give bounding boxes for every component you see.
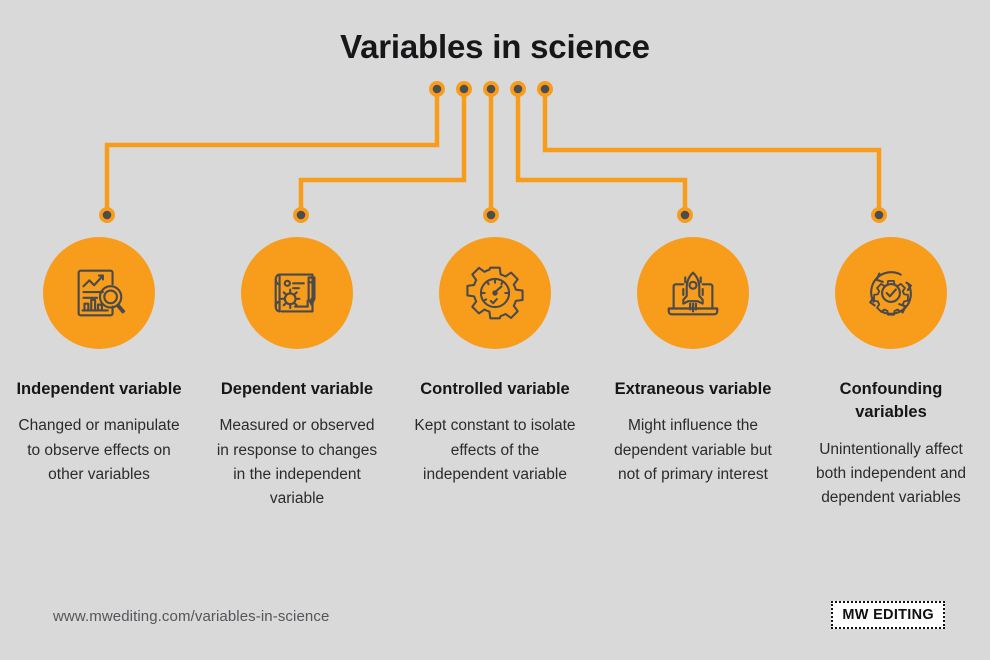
- variable-title: Controlled variable: [420, 380, 570, 398]
- gear-check-cycle-icon: [860, 262, 922, 324]
- variable-description: Kept constant to isolate effects of the …: [414, 417, 576, 483]
- connector-top-dots: [429, 81, 553, 97]
- rocket-laptop-icon: [662, 262, 724, 324]
- variable-title: Independent variable: [16, 380, 182, 398]
- variable-column-extraneous: Extraneous variable Might influence the …: [594, 237, 792, 511]
- variable-description: Unintentionally affect both independent …: [816, 440, 966, 507]
- variable-title: Extraneous variable: [614, 380, 772, 398]
- variable-title: Confounding variables: [839, 380, 943, 422]
- variable-column-dependent: Dependent variable Measured or observed …: [198, 237, 396, 511]
- icon-badge-extraneous: [637, 237, 749, 349]
- variable-description: Might influence the dependent variable b…: [614, 417, 772, 483]
- connector-path-1: [104, 89, 440, 215]
- variable-column-independent: Independent variable Changed or manipula…: [0, 237, 198, 511]
- page-title: Variables in science: [340, 28, 650, 65]
- icon-badge-dependent: [241, 237, 353, 349]
- variable-column-controlled: Controlled variable Kept constant to iso…: [396, 237, 594, 511]
- footer-url[interactable]: www.mwediting.com/variables-in-science: [53, 608, 330, 625]
- variable-column-confounding: Confounding variables Unintentionally af…: [792, 237, 990, 511]
- gear-gauge-icon: [465, 263, 525, 323]
- icon-badge-independent: [43, 237, 155, 349]
- variable-description: Changed or manipulate to observe effects…: [18, 417, 180, 483]
- variable-columns: Independent variable Changed or manipula…: [0, 237, 990, 511]
- connector-path-5: [542, 89, 882, 215]
- variable-title: Dependent variable: [220, 380, 374, 398]
- connector-path-4: [515, 89, 688, 215]
- report-chart-magnifier-icon: [68, 262, 130, 324]
- icon-badge-controlled: [439, 237, 551, 349]
- blueprint-gear-pencil-icon: [266, 262, 328, 324]
- connector-bottom-dots: [99, 207, 887, 223]
- connector-path-2: [298, 89, 467, 215]
- mw-editing-logo: MW EDITING: [831, 601, 945, 629]
- variable-description: Measured or observed in response to chan…: [216, 417, 378, 507]
- icon-badge-confounding: [835, 237, 947, 349]
